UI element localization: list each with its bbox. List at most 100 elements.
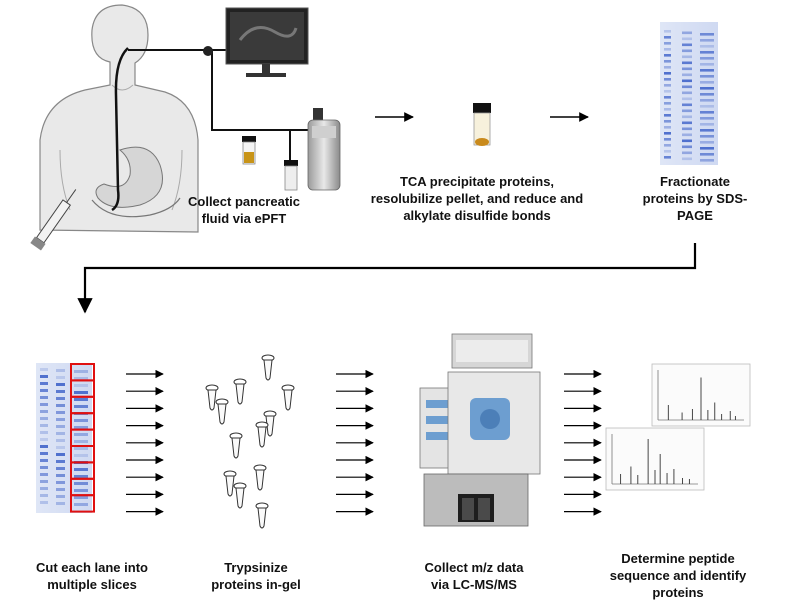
gel-band: [40, 396, 48, 399]
gel-band: [682, 91, 692, 95]
gel-band: [700, 123, 714, 126]
gel-band: [682, 37, 692, 41]
gel-band: [40, 417, 48, 420]
gel-band: [700, 147, 714, 150]
gel-band: [700, 153, 714, 156]
gel-band: [682, 67, 692, 71]
gel-band: [56, 495, 65, 498]
gel-band: [700, 51, 714, 54]
gel-band: [700, 81, 714, 84]
gel-band: [664, 96, 671, 99]
gel-band: [56, 467, 65, 470]
trap-bottle: [307, 108, 341, 191]
gel-band: [56, 390, 65, 393]
gel-band: [74, 482, 88, 485]
gel-band: [74, 370, 88, 373]
gel-band: [74, 468, 88, 471]
gel-band: [56, 460, 65, 463]
gel-band: [40, 403, 48, 406]
gel-band: [40, 438, 48, 441]
caption-identify-line-3: proteins: [652, 585, 704, 600]
lcms-instrument: [419, 333, 541, 527]
caption-cut-line-1: Cut each lane into: [36, 560, 148, 575]
gel-band: [682, 151, 692, 155]
caption-identify-line-2: sequence and identify: [609, 568, 747, 583]
gel-band: [682, 133, 692, 137]
microtube: [253, 464, 267, 491]
gel-band: [56, 453, 65, 456]
gel-band: [664, 132, 671, 135]
gel-band: [74, 384, 88, 387]
gel-band: [40, 473, 48, 476]
gel-band: [40, 501, 48, 504]
gel-band: [664, 30, 671, 33]
fluid-vial: [242, 136, 256, 165]
gel-band: [664, 156, 671, 159]
gel-band: [664, 48, 671, 51]
gel-band: [682, 31, 692, 35]
gel-band: [74, 475, 88, 478]
microtube: [205, 384, 219, 411]
microtube: [229, 432, 243, 459]
gel-band: [74, 426, 88, 429]
gel-band: [700, 129, 714, 132]
caption-fractionate-line-3: PAGE: [677, 208, 713, 223]
gel-band: [664, 72, 671, 75]
gel-band: [56, 383, 65, 386]
gel-band: [56, 404, 65, 407]
gel-band: [74, 454, 88, 457]
gel-band: [700, 135, 714, 138]
microtube: [281, 384, 295, 411]
gel-band: [682, 55, 692, 59]
connector-arrow: [77, 243, 697, 314]
gel-band: [664, 126, 671, 129]
gel-band: [40, 480, 48, 483]
caption-tca-line-1: TCA precipitate proteins,: [399, 174, 555, 189]
gel-band: [40, 459, 48, 462]
microtube: [255, 421, 269, 448]
gel-band: [664, 90, 671, 93]
gel-band: [40, 452, 48, 455]
gel-band: [664, 66, 671, 69]
gel-band: [700, 99, 714, 102]
gel-band: [682, 49, 692, 53]
gel-band: [682, 115, 692, 119]
gel-band: [682, 85, 692, 89]
gel-band: [700, 93, 714, 96]
gel-band: [700, 117, 714, 120]
caption-lcms-line-2: via LC-MS/MS: [431, 577, 517, 592]
caption-fractionate-line-1: Fractionate: [659, 174, 731, 189]
gel-band: [682, 127, 692, 131]
gel-band: [682, 79, 692, 83]
gel-band: [56, 397, 65, 400]
gel-band: [664, 102, 671, 105]
collection-tube: [284, 160, 298, 191]
caption-trypsinize-line-2: proteins in-gel: [211, 577, 301, 592]
caption-collect: Collect pancreatic fluid via ePFT: [176, 193, 312, 227]
microtube: [261, 354, 275, 381]
gel-band: [664, 84, 671, 87]
gel-band: [682, 145, 692, 149]
gel-band: [40, 466, 48, 469]
microtube: [255, 502, 269, 529]
gel-band: [664, 138, 671, 141]
gel-band: [40, 445, 48, 448]
gel-band: [56, 488, 65, 491]
gel-band: [56, 418, 65, 421]
gel-band: [40, 375, 48, 378]
caption-fractionate: Fractionate proteins by SDS- PAGE: [632, 173, 758, 224]
gel-band: [700, 57, 714, 60]
gel-band: [700, 75, 714, 78]
gel-band: [664, 60, 671, 63]
pellet-vial: [473, 103, 491, 146]
gel-band: [682, 43, 692, 47]
gel-band: [700, 45, 714, 48]
caption-fractionate-line-2: proteins by SDS-: [642, 191, 748, 206]
gel-band: [40, 424, 48, 427]
gel-band: [700, 105, 714, 108]
caption-collect-line-2: fluid via ePFT: [201, 211, 287, 226]
caption-cut: Cut each lane into multiple slices: [22, 559, 162, 593]
gel-band: [74, 489, 88, 492]
